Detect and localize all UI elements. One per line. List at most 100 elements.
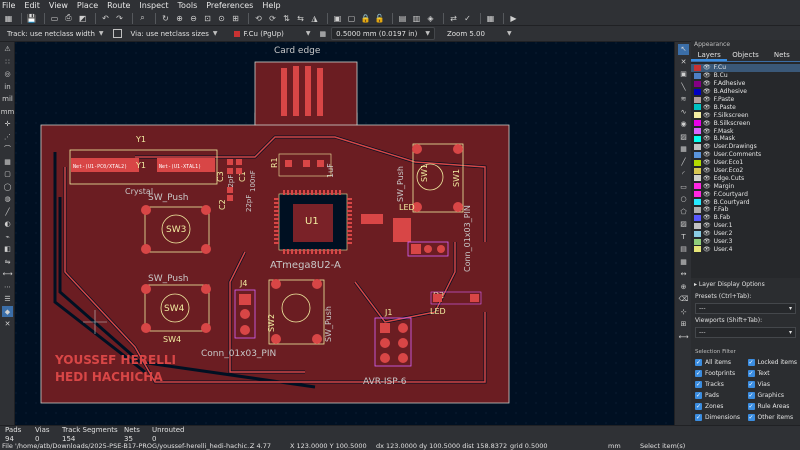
layer-color-swatch[interactable]: [694, 136, 701, 142]
track-width-select[interactable]: Track: use netclass width▼: [3, 27, 108, 40]
undo-icon[interactable]: ↶: [100, 13, 111, 24]
layer-row[interactable]: 👁User.Comments: [691, 151, 800, 159]
filter-checkbox[interactable]: ✓Text: [748, 368, 800, 378]
eye-icon[interactable]: 👁: [703, 80, 711, 87]
menu-inspect[interactable]: Inspect: [139, 1, 168, 10]
layer-row[interactable]: 👁B.Mask: [691, 135, 800, 143]
route-diff-pair-icon[interactable]: ≋: [678, 94, 689, 105]
layer-select[interactable]: F.Cu (PgUp)▼: [230, 27, 315, 40]
eye-icon[interactable]: 👁: [703, 128, 711, 135]
cursor-style-icon[interactable]: ✛: [2, 119, 13, 130]
add-dimension-icon[interactable]: ↔: [678, 269, 689, 280]
layer-color-swatch[interactable]: [694, 168, 701, 174]
eye-icon[interactable]: 👁: [703, 88, 711, 95]
grid-toggle-icon[interactable]: ∷: [2, 56, 13, 67]
filter-checkbox[interactable]: ✓Pads: [695, 390, 748, 400]
filter-checkbox[interactable]: ✓Vias: [748, 379, 800, 389]
r1-pad[interactable]: [317, 160, 324, 167]
local-ratsnest-icon[interactable]: ✕: [678, 56, 689, 67]
add-rule-area-icon[interactable]: ▦: [678, 144, 689, 155]
mil-units-icon[interactable]: mil: [2, 94, 13, 105]
route-track-icon[interactable]: ╲: [678, 81, 689, 92]
layers-panel-icon[interactable]: ◆: [2, 306, 13, 317]
grid-icon[interactable]: ▦: [318, 27, 329, 40]
layer-row[interactable]: 👁User.Drawings: [691, 143, 800, 151]
layer-color-swatch[interactable]: [694, 112, 701, 118]
zoom-area-icon[interactable]: ⊞: [230, 13, 241, 24]
layer-row[interactable]: 👁B.Silkscreen: [691, 119, 800, 127]
eye-icon[interactable]: 👁: [703, 199, 711, 206]
layer-row[interactable]: 👁B.Fab: [691, 214, 800, 222]
draw-polygon-icon[interactable]: ⬠: [678, 206, 689, 217]
unlock-icon[interactable]: 🔓: [374, 13, 385, 24]
filter-checkbox[interactable]: ✓Graphics: [748, 390, 800, 400]
drc-icon[interactable]: ✓: [462, 13, 473, 24]
scripting-console-icon[interactable]: ▶: [508, 13, 519, 24]
add-textbox-icon[interactable]: ▤: [678, 244, 689, 255]
d2-pad[interactable]: [433, 294, 442, 302]
layer-color-swatch[interactable]: [694, 97, 701, 103]
plot-icon[interactable]: ◩: [77, 13, 88, 24]
zoom-select[interactable]: Zoom 5.00▼: [443, 27, 516, 40]
layer-row[interactable]: 👁Edge.Cuts: [691, 174, 800, 182]
eye-icon[interactable]: 👁: [703, 64, 711, 71]
layer-color-swatch[interactable]: [694, 65, 701, 71]
find-icon[interactable]: ⌕: [137, 13, 148, 24]
inch-units-icon[interactable]: in: [2, 81, 13, 92]
cap-pad[interactable]: [236, 159, 242, 165]
layer-color-swatch[interactable]: [694, 183, 701, 189]
filter-checkbox[interactable]: ✓Rule Areas: [748, 401, 800, 411]
via-sketch-icon[interactable]: ◍: [2, 194, 13, 205]
layer-color-swatch[interactable]: [694, 128, 701, 134]
measure-tool-icon[interactable]: ⟷: [678, 331, 689, 342]
layer-color-swatch[interactable]: [694, 160, 701, 166]
eye-icon[interactable]: 👁: [703, 96, 711, 103]
eye-icon[interactable]: 👁: [703, 191, 711, 198]
layer-row[interactable]: 👁B.Courtyard: [691, 198, 800, 206]
save-icon[interactable]: 💾: [26, 13, 37, 24]
cap-pad[interactable]: [236, 168, 242, 174]
local-ratsnest-icon[interactable]: ⋯: [2, 281, 13, 292]
filter-checkbox[interactable]: ✓Dimensions: [695, 412, 748, 422]
net-highlight-icon[interactable]: ⌁: [2, 231, 13, 242]
cap-pad[interactable]: [227, 159, 233, 165]
eye-icon[interactable]: 👁: [703, 175, 711, 182]
eye-icon[interactable]: 👁: [703, 135, 711, 142]
layer-row[interactable]: 👁B.Adhesive: [691, 88, 800, 96]
board-setup-icon[interactable]: ▦: [3, 13, 14, 24]
layer-color-swatch[interactable]: [694, 120, 701, 126]
eye-icon[interactable]: 👁: [703, 222, 711, 229]
menu-place[interactable]: Place: [77, 1, 98, 10]
layer-color-swatch[interactable]: [694, 207, 701, 213]
flip-icon[interactable]: ◮: [309, 13, 320, 24]
eye-icon[interactable]: 👁: [703, 183, 711, 190]
layer-color-swatch[interactable]: [694, 246, 701, 252]
menu-tools[interactable]: Tools: [178, 1, 198, 10]
inactive-layers-icon[interactable]: ◧: [2, 244, 13, 255]
eye-icon[interactable]: 👁: [703, 143, 711, 150]
menu-view[interactable]: View: [49, 1, 68, 10]
zoom-objects-icon[interactable]: ⊙: [216, 13, 227, 24]
d2-pad[interactable]: [470, 294, 479, 302]
layer-row[interactable]: 👁B.Cu: [691, 72, 800, 80]
menu-edit[interactable]: Edit: [24, 1, 40, 10]
tab-nets[interactable]: Nets: [764, 49, 800, 61]
layer-color-swatch[interactable]: [694, 81, 701, 87]
print-icon[interactable]: ⎙: [63, 13, 74, 24]
layer-row[interactable]: 👁User.3: [691, 238, 800, 246]
group-icon[interactable]: ▣: [332, 13, 343, 24]
grid-select[interactable]: 0.5000 mm (0.0197 in)▼: [331, 27, 435, 40]
layer-row[interactable]: 👁F.Cu: [691, 64, 800, 72]
edit-tracks-icon[interactable]: [111, 27, 124, 40]
layer-color-swatch[interactable]: [694, 152, 701, 158]
eye-icon[interactable]: 👁: [703, 206, 711, 213]
update-from-schematic-icon[interactable]: ⇄: [448, 13, 459, 24]
menu-route[interactable]: Route: [107, 1, 130, 10]
layer-row[interactable]: 👁User.2: [691, 230, 800, 238]
pad-sketch-icon[interactable]: ◯: [2, 181, 13, 192]
presets-select[interactable]: ---▾: [695, 303, 796, 314]
layer-row[interactable]: 👁F.Courtyard: [691, 190, 800, 198]
eye-icon[interactable]: 👁: [703, 246, 711, 253]
flip-view-icon[interactable]: ⇋: [2, 256, 13, 267]
layer-row[interactable]: 👁F.Paste: [691, 96, 800, 104]
